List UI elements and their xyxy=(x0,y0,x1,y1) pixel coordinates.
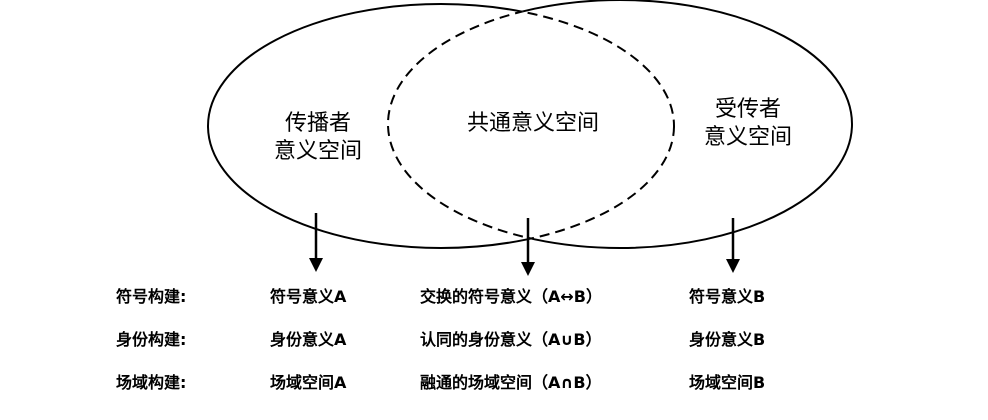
row-right-cell: 符号意义B xyxy=(689,287,766,306)
shared-space-label: 共通意义空间 xyxy=(448,110,618,138)
row-header: 场域构建: xyxy=(116,373,187,392)
row-middle-cell: 交换的符号意义（A↔B） xyxy=(420,287,602,306)
speaker-ellipse xyxy=(207,3,675,249)
row-right-cell: 场域空间B xyxy=(689,373,766,392)
row-left-cell: 身份意义A xyxy=(270,330,347,349)
row-left-cell: 符号意义A xyxy=(270,287,347,306)
speaker-space-label: 传播者 意义空间 xyxy=(258,110,378,166)
right-arrow xyxy=(726,218,740,273)
row-middle-cell: 融通的场域空间（A∩B） xyxy=(420,373,602,392)
middle-arrow xyxy=(521,218,535,276)
receiver-ellipse xyxy=(387,0,853,249)
left-arrow xyxy=(309,213,323,272)
row-middle-cell: 认同的身份意义（A∪B） xyxy=(420,330,602,349)
row-header: 符号构建: xyxy=(116,287,187,306)
receiver-label-line2: 意义空间 xyxy=(703,125,792,150)
speaker-label-line2: 意义空间 xyxy=(273,139,362,164)
row-right-cell: 身份意义B xyxy=(689,330,766,349)
speaker-label-line1: 传播者 xyxy=(284,111,351,136)
row-left-cell: 场域空间A xyxy=(270,373,347,392)
receiver-space-label: 受传者 意义空间 xyxy=(688,96,808,152)
receiver-label-line1: 受传者 xyxy=(714,97,781,122)
row-header: 身份构建: xyxy=(116,330,187,349)
shared-label-text: 共通意义空间 xyxy=(466,111,599,136)
